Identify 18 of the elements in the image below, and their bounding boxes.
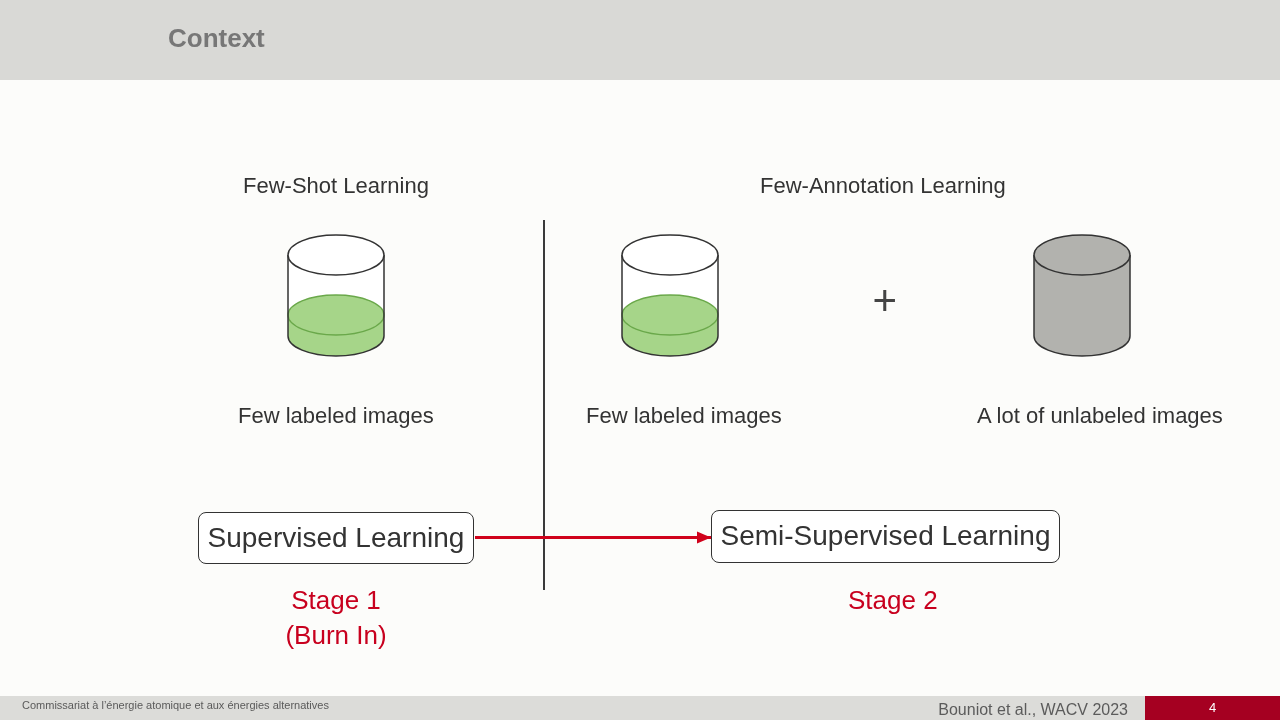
- citation: Bouniot et al., WACV 2023: [938, 700, 1128, 719]
- node-label: A lot of unlabeled images: [977, 403, 1223, 429]
- footer-text: Commissariat à l’énergie atomique et aux énergies alternatives: [22, 698, 329, 712]
- node-label: Few labeled images: [586, 403, 782, 429]
- page-number: 4: [1145, 696, 1280, 720]
- database-cylinder: [287, 234, 385, 358]
- slide-title: Context: [168, 22, 265, 54]
- database-cylinder: [1033, 234, 1131, 358]
- column-heading: Few-Shot Learning: [243, 173, 429, 199]
- arrow: [475, 531, 711, 544]
- database-cylinder: [621, 234, 719, 358]
- stage-label: Stage 1 (Burn In): [284, 584, 388, 652]
- process-box: Semi-Supervised Learning: [710, 510, 1061, 563]
- process-box: Supervised Learning: [197, 512, 475, 564]
- stage-label: Stage 2: [848, 584, 938, 617]
- plus-sign: +: [872, 278, 898, 324]
- column-heading: Few-Annotation Learning: [760, 173, 1006, 199]
- node-label: Few labeled images: [238, 403, 434, 429]
